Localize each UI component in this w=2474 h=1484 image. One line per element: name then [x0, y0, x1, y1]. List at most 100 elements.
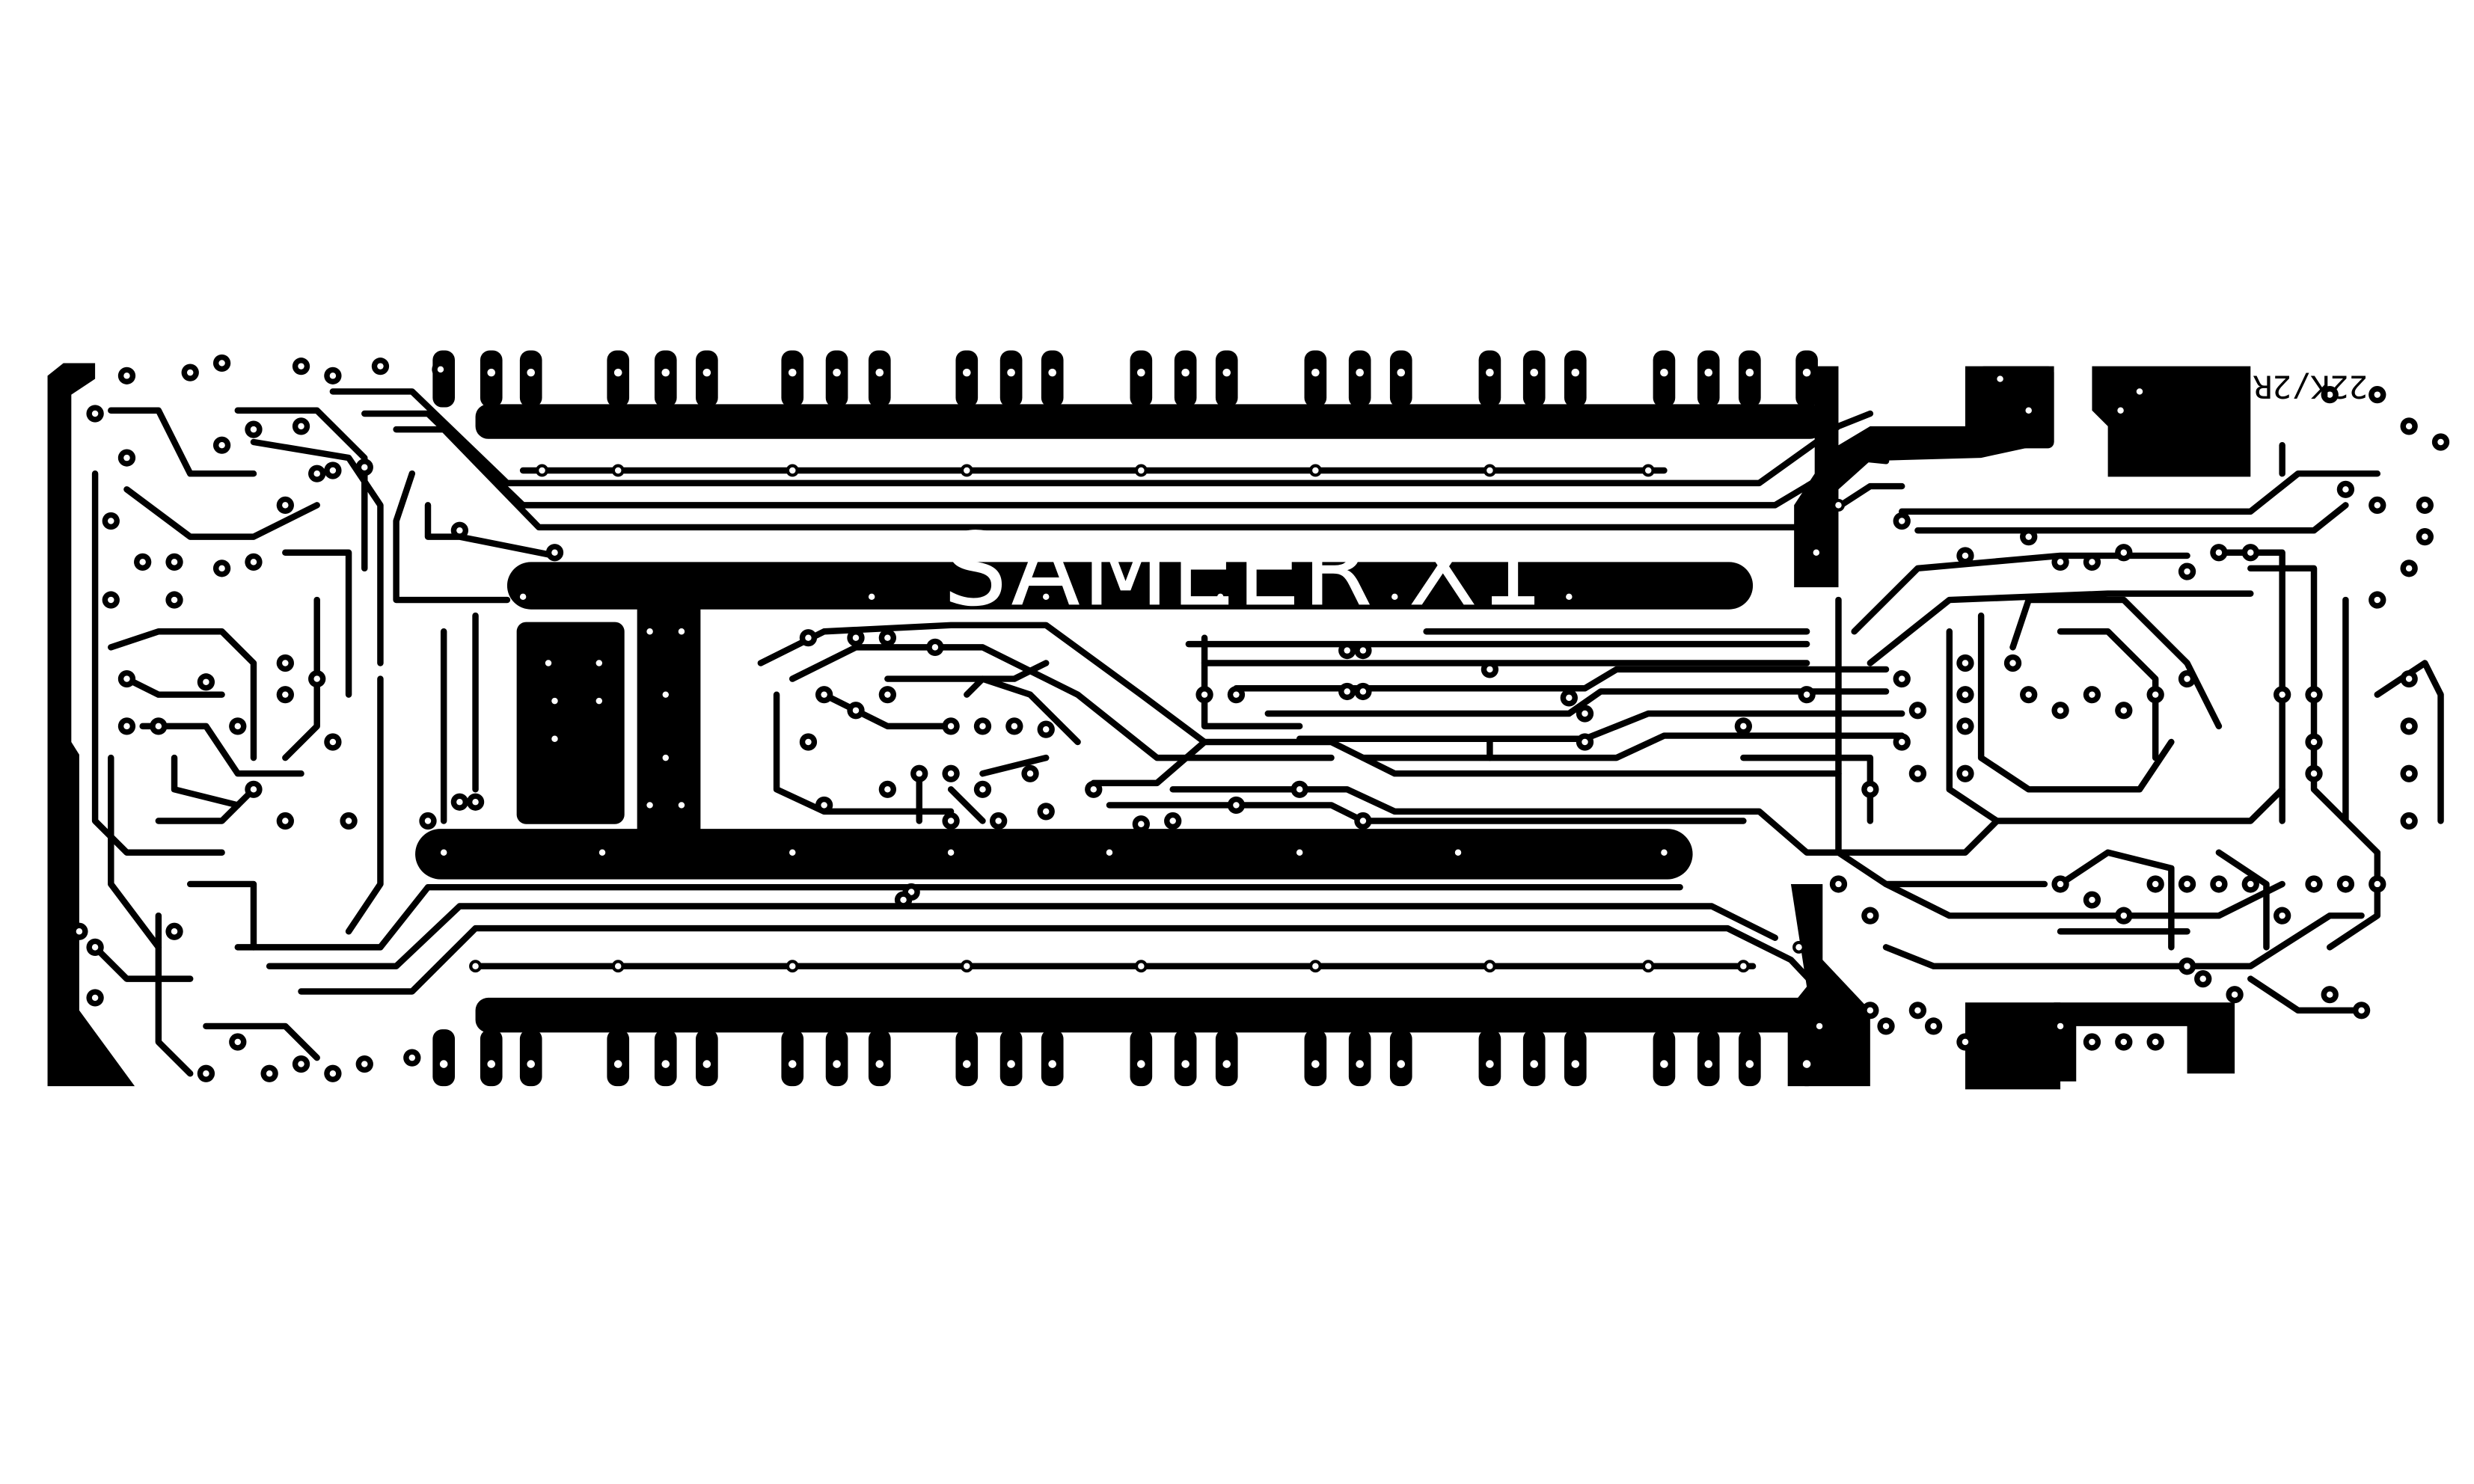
output-pad-hole [1048, 1060, 1056, 1068]
component-pad-hole [2310, 691, 2318, 698]
component-pad-hole [2405, 818, 2413, 824]
component-pad-hole [2184, 675, 2190, 682]
output-pad-hole [1397, 368, 1406, 377]
via-hole [542, 657, 555, 669]
component-pad-hole [266, 1070, 273, 1077]
component-pad-hole [1930, 1022, 1937, 1030]
component-pad-hole [91, 994, 99, 1002]
component-pad-hole [218, 441, 225, 449]
component-pad-hole [2374, 596, 2381, 604]
output-pad [607, 1029, 630, 1087]
via-hole [1308, 464, 1322, 477]
output-pad [519, 1029, 542, 1087]
output-pad [1739, 1029, 1761, 1087]
output-pad [480, 350, 503, 408]
component-pad-hole [1962, 691, 1969, 698]
central-supply-bar-bottom [415, 829, 1693, 880]
via-hole [1103, 846, 1116, 859]
component-pad-hole [250, 426, 257, 433]
component-pad-hole [2437, 438, 2444, 446]
component-pad-hole [2310, 770, 2318, 777]
component-pad-hole [329, 372, 337, 379]
output-pad-hole [1181, 1060, 1189, 1068]
component-pad-hole [2120, 549, 2128, 556]
output-pad-hole [1571, 1060, 1580, 1068]
output-pad-hole [1311, 368, 1320, 377]
output-pad-hole [661, 1060, 670, 1068]
component-pad-hole [1882, 1022, 1890, 1030]
component-pad-hole [91, 410, 99, 417]
via-hole [2133, 384, 2146, 398]
right-corner-pour [2092, 366, 2251, 477]
component-pad-hole [2025, 533, 2032, 540]
output-pad-hole [1007, 368, 1015, 377]
component-pad-hole [821, 802, 827, 809]
via-hole [593, 657, 606, 669]
component-pad-hole [1835, 880, 1842, 888]
component-pad-hole [931, 644, 939, 651]
output-pad-hole [1397, 1060, 1406, 1068]
component-pad-hole [2120, 912, 2128, 919]
component-pad-hole [2374, 502, 2381, 509]
component-pad-hole [979, 786, 986, 793]
component-pad-hole [916, 770, 922, 777]
right-lower-block [2054, 1002, 2235, 1082]
component-pad-hole [1867, 912, 1874, 919]
via-hole [643, 625, 657, 638]
output-pad-hole [1356, 1060, 1364, 1068]
output-pad [1348, 350, 1371, 408]
via-hole [1483, 960, 1496, 973]
component-pad-hole [2342, 486, 2349, 493]
component-pad-hole [1914, 770, 1921, 777]
component-pad-hole [2009, 660, 2016, 666]
component-pad-hole [2089, 691, 2095, 698]
output-pad-hole [833, 368, 841, 377]
component-pad-hole [900, 896, 907, 904]
output-pad [1522, 350, 1546, 408]
component-pad-hole [1233, 802, 1240, 809]
output-pad-hole [702, 368, 711, 377]
via-hole [1810, 546, 1823, 559]
top-output-rail [475, 404, 1823, 439]
via-hole [1308, 960, 1322, 973]
via-hole [437, 846, 450, 859]
via-hole [1388, 590, 1401, 604]
component-pad-hole [424, 818, 432, 824]
output-pad-hole [613, 1060, 622, 1068]
via-hole [1039, 590, 1053, 604]
component-pad-hole [2057, 559, 2064, 565]
central-supply-bar-top [506, 562, 1754, 610]
output-pad [1389, 1029, 1412, 1087]
component-pad-hole [108, 596, 114, 604]
component-pad-hole [313, 675, 320, 682]
component-pad-hole [1344, 647, 1350, 654]
component-pad-hole [456, 798, 463, 806]
component-pad-hole [1582, 738, 1588, 746]
via-hole [1994, 372, 2007, 385]
via-hole [960, 960, 973, 973]
component-pad-hole [329, 1070, 337, 1077]
output-pad-hole [1704, 1060, 1713, 1068]
component-pad-hole [2057, 1022, 2064, 1030]
output-pad [1348, 1029, 1371, 1087]
output-pad-hole [1571, 368, 1580, 377]
output-pad [1564, 350, 1587, 408]
output-pad-hole [1222, 368, 1231, 377]
output-pad [1478, 350, 1501, 408]
component-pad-hole [1867, 1007, 1874, 1014]
component-pad-hole [1169, 818, 1176, 824]
component-pad-hole [1898, 738, 1905, 746]
component-pad-hole [2405, 770, 2413, 777]
output-pad [1653, 350, 1676, 408]
output-pad-hole [613, 368, 622, 377]
via-hole [548, 732, 561, 746]
component-pad-hole [2120, 1038, 2128, 1046]
component-pad-hole [2215, 880, 2223, 888]
output-pad-hole [527, 1060, 535, 1068]
component-pad-hole [2326, 991, 2333, 998]
component-pad-hole [1898, 518, 1905, 524]
via-hole [1832, 498, 1845, 512]
output-pad [607, 350, 630, 408]
via-hole [786, 464, 799, 477]
output-pad [1653, 1029, 1676, 1087]
